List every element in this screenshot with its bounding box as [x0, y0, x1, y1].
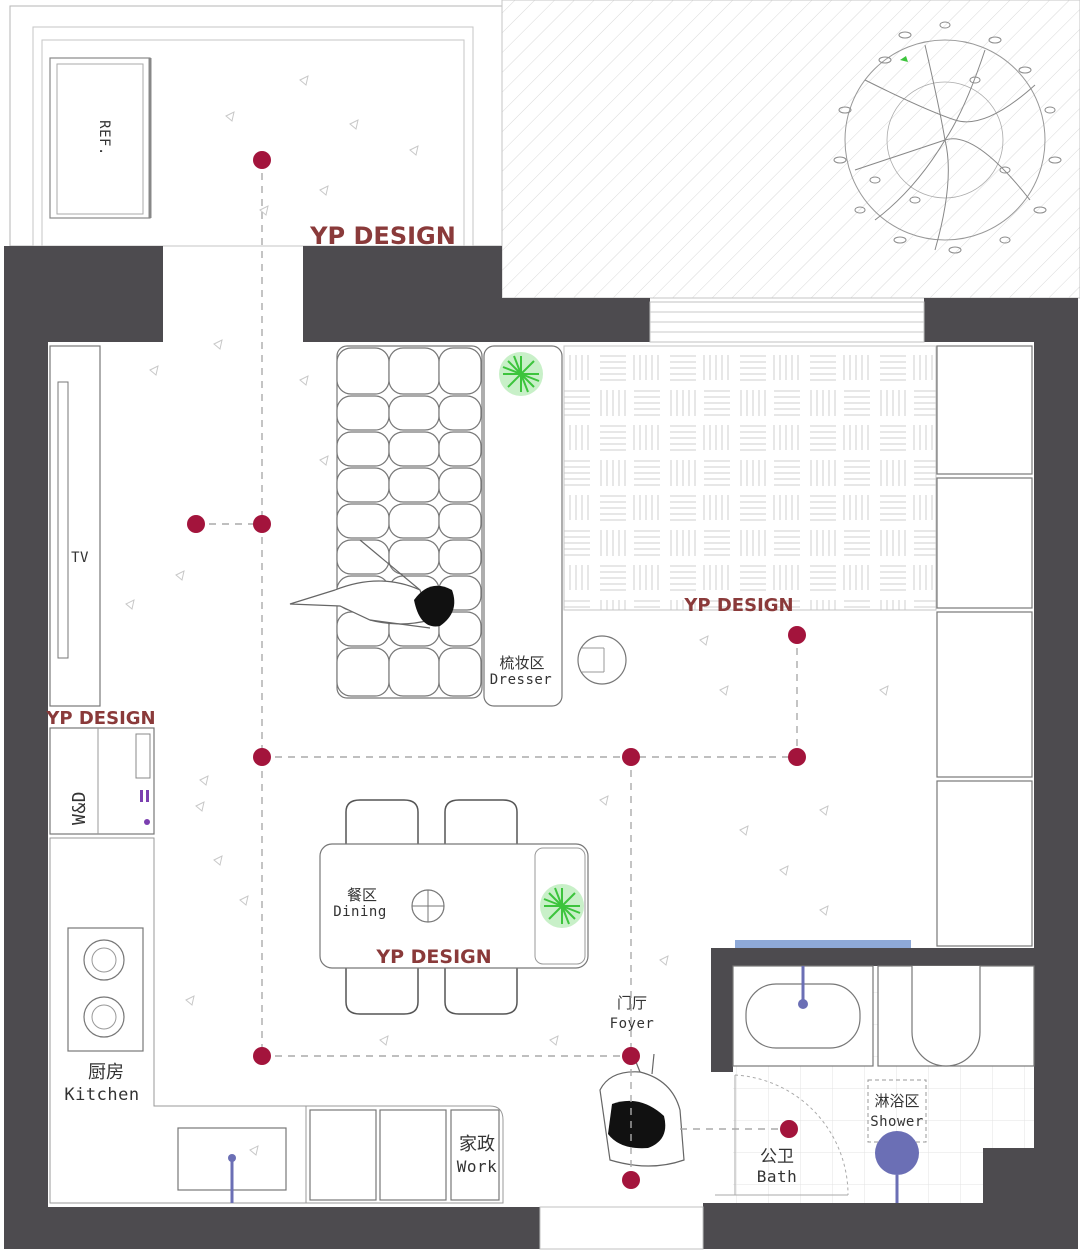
work-cabinet: 家政 Work [305, 1105, 504, 1204]
tv-label: TV [71, 550, 89, 566]
plant-icon [499, 352, 543, 396]
kitchen-label-en: Kitchen [64, 1085, 139, 1105]
garden-area [501, 0, 1080, 299]
wd-label: W&D [69, 791, 90, 825]
kitchen-counter [49, 837, 307, 1204]
bath-label-en: Bath [757, 1167, 798, 1186]
dresser-label-en: Dresser [490, 672, 553, 688]
foyer-label-en: Foyer [610, 1016, 655, 1032]
brand-label: YP DESIGN [683, 595, 793, 616]
kitchen-label-cn: 厨房 [88, 1062, 124, 1083]
person-standing-icon [599, 1051, 685, 1167]
stool [577, 635, 627, 685]
shower: 淋浴区 Shower [867, 1079, 927, 1203]
work-label-cn: 家政 [459, 1134, 495, 1155]
bath-window [735, 940, 911, 948]
bath-door [715, 1074, 849, 1196]
terrace-door [649, 301, 925, 343]
washer-dryer: W&D [49, 727, 155, 835]
person-reclining-icon [289, 539, 455, 629]
tv-cabinet: TV [49, 345, 101, 707]
dresser-label-cn: 梳妆区 [499, 654, 544, 672]
wardrobe [936, 345, 1033, 947]
bathroom-sink [732, 965, 874, 1067]
dresser: 梳妆区 Dresser [483, 345, 563, 707]
brand-label: YP DESIGN [45, 708, 155, 729]
walls [4, 246, 1078, 1249]
node-markers [187, 151, 806, 1189]
floor-rug [563, 345, 937, 611]
circulation-lines [196, 160, 798, 1180]
foyer-label-cn: 门厅 [617, 994, 647, 1012]
dining-chairs [345, 799, 518, 1015]
refrigerator: REF. [49, 57, 152, 219]
dining-label-cn: 餐区 [347, 886, 377, 904]
brand-label: YP DESIGN [309, 222, 456, 250]
work-label-en: Work [457, 1157, 498, 1176]
toilet-icon [877, 965, 1035, 1067]
brand-label: YP DESIGN [375, 946, 491, 968]
dining-table: 餐区 Dining [319, 843, 589, 969]
shower-label-cn: 淋浴区 [874, 1092, 919, 1110]
ref-label: REF. [96, 120, 112, 156]
shower-label-en: Shower [870, 1114, 924, 1130]
floor-texture [125, 75, 889, 1156]
table-plant-icon [540, 884, 584, 928]
dining-label-en: Dining [333, 904, 387, 920]
tree-icon [833, 21, 1062, 254]
sofa [336, 345, 483, 699]
bath-label-cn: 公卫 [760, 1147, 794, 1167]
entry-door [539, 1206, 704, 1250]
